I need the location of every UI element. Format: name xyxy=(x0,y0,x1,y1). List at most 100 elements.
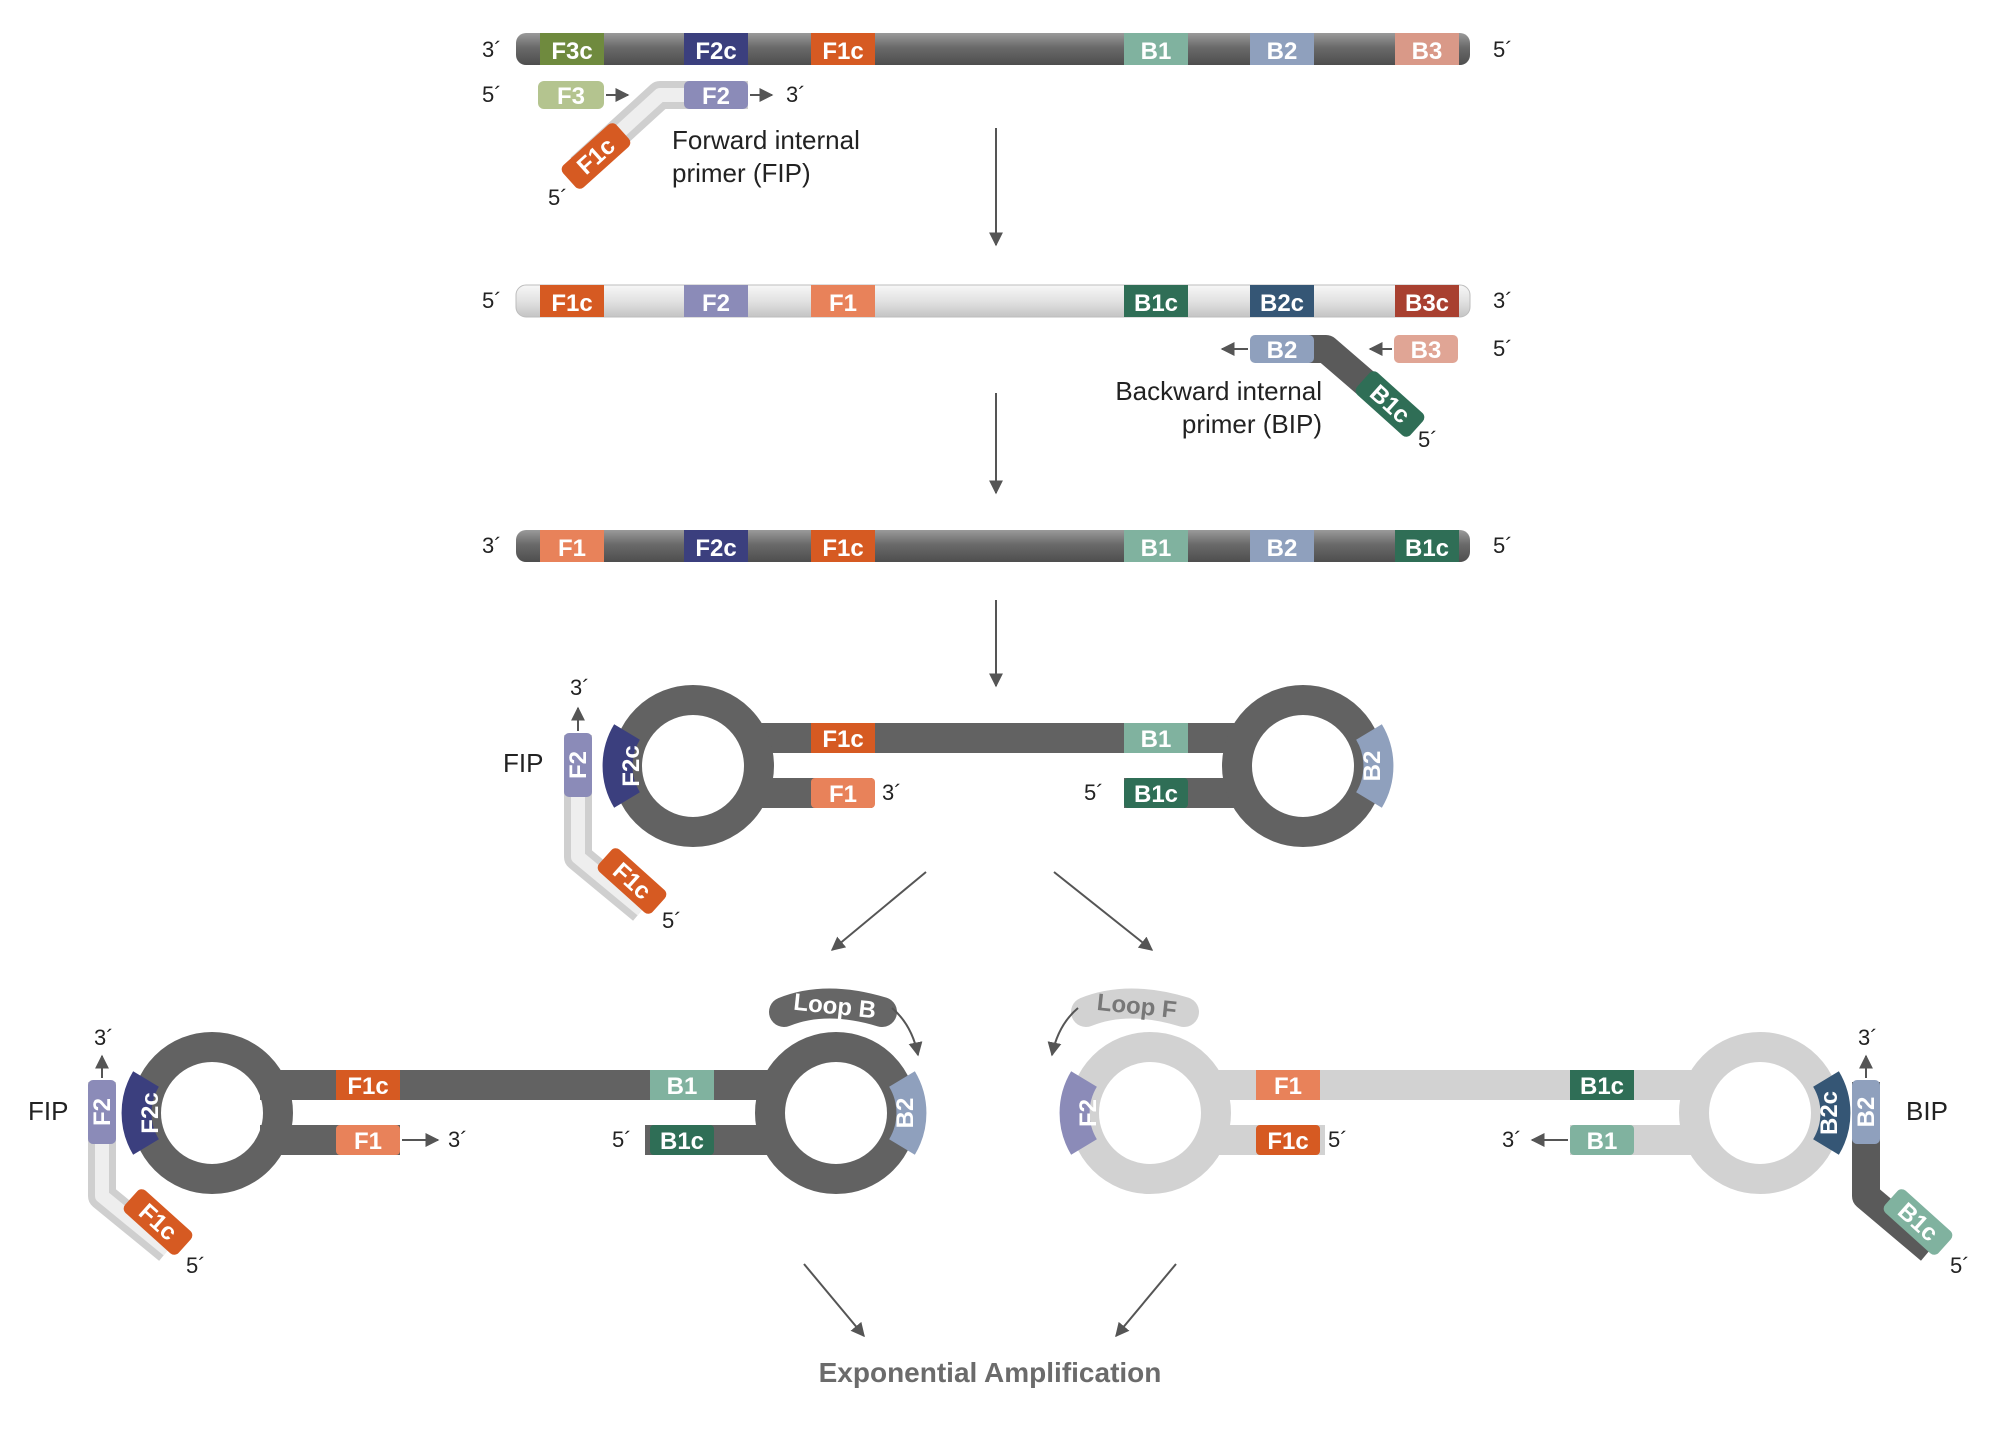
loop-f-primer: Loop F xyxy=(1047,988,1199,1057)
segment-label: F2c xyxy=(137,1092,164,1133)
fip-label: FIP xyxy=(503,748,543,778)
segment-label: F1 xyxy=(558,535,586,562)
right-loop xyxy=(1679,1032,1841,1194)
segment-label: B1c xyxy=(660,1128,704,1155)
segment-B2: B2 xyxy=(1250,33,1314,65)
end-label-5prime: 5´ xyxy=(482,288,502,313)
left-loop xyxy=(131,1032,293,1194)
end-label-5prime: 5´ xyxy=(482,82,502,107)
segment-B2c: B2c xyxy=(1250,285,1314,317)
segment-label: B2 xyxy=(1267,337,1298,364)
fip-label: FIP xyxy=(28,1096,68,1126)
segment-label: B1 xyxy=(1141,38,1172,65)
segment-label: F1c xyxy=(822,726,863,753)
segment-label: B2 xyxy=(1267,38,1298,65)
segment-F1c: F1c xyxy=(811,33,875,65)
segment-B1c: B1c xyxy=(1395,530,1459,562)
segment-label: F1 xyxy=(1274,1073,1302,1100)
segment-label: F1c xyxy=(1267,1128,1308,1155)
end-label-5prime: 5´ xyxy=(548,185,568,210)
stage-3-dumbbell-template: F1 F2c F1c B1 B2 B1c 3´ 5´ xyxy=(482,530,1513,562)
segment-B1c: B1c xyxy=(650,1125,714,1155)
end-label-3prime: 3´ xyxy=(482,37,502,62)
segment-label: F1 xyxy=(829,781,857,808)
segment-B2c xyxy=(1812,1071,1851,1155)
segment-label: F2c xyxy=(695,38,736,65)
segment-label: B3 xyxy=(1412,38,1443,65)
segment-label: F2c xyxy=(618,745,645,786)
dark-strand xyxy=(516,530,1470,562)
primer-FIP-vertical: F2 F1c xyxy=(88,1054,193,1261)
primer-BIP-vertical: B2 B1c xyxy=(1852,1054,1953,1261)
segment-F2c xyxy=(602,724,641,808)
stage-5-right-structure: F2 B2c F1 B1c F1c 5´ B1 3´ Loop F B2 B1c… xyxy=(1047,988,1970,1278)
end-label-5prime: 5´ xyxy=(1493,37,1513,62)
primer-FIP-vertical: F2 F1c xyxy=(564,706,667,921)
segment-F1c: F1c xyxy=(811,723,875,753)
segment-label: F2 xyxy=(702,290,730,317)
arrow-diagonal-icon xyxy=(830,871,927,951)
right-loop xyxy=(1222,685,1384,847)
primer-FIP: F2 F1c xyxy=(561,81,774,189)
segment-F2: F2 xyxy=(684,285,748,317)
segment-label: F2 xyxy=(702,83,730,110)
fip-caption-line2: primer (FIP) xyxy=(672,158,811,188)
segment-B1: B1 xyxy=(1124,723,1188,753)
segment-B1: B1 xyxy=(1124,530,1188,562)
light-strand xyxy=(515,284,1471,318)
end-label-3prime: 3´ xyxy=(94,1025,114,1050)
segment-label: F3c xyxy=(551,38,592,65)
segment-F1: F1 xyxy=(811,778,875,808)
segment-label: B3 xyxy=(1411,337,1442,364)
end-label-5prime: 5´ xyxy=(1418,427,1438,452)
segment-B2 xyxy=(1355,724,1394,808)
end-label-5prime: 5´ xyxy=(612,1127,632,1152)
exponential-amplification-label: Exponential Amplification xyxy=(819,1357,1162,1388)
bip-caption-line2: primer (BIP) xyxy=(1182,409,1322,439)
segment-label: B1 xyxy=(667,1073,698,1100)
segment-label: F2c xyxy=(695,535,736,562)
segment-label: B1 xyxy=(1141,726,1172,753)
end-label-3prime: 3´ xyxy=(1858,1025,1878,1050)
segment-label: F1c xyxy=(822,38,863,65)
segment-B1c: B1c xyxy=(1570,1070,1634,1100)
segment-B1c: B1c xyxy=(1124,285,1188,317)
primer-B3: B3 xyxy=(1368,335,1458,364)
segment-F1c: F1c xyxy=(540,285,604,317)
segment-F2c: F2c xyxy=(684,33,748,65)
end-label-3prime: 3´ xyxy=(570,675,590,700)
segment-label: B1 xyxy=(1141,535,1172,562)
segment-label: B1c xyxy=(1580,1073,1624,1100)
segment-F1: F1 xyxy=(811,285,875,317)
primer-F3: F3 xyxy=(538,81,630,110)
end-label-5prime: 5´ xyxy=(186,1253,206,1278)
left-loop xyxy=(1069,1032,1231,1194)
segment-B2: B2 xyxy=(1250,530,1314,562)
bip-label: BIP xyxy=(1906,1096,1948,1126)
segment-label: F1 xyxy=(829,290,857,317)
segment-F1: F1 xyxy=(1256,1070,1320,1100)
bip-caption-line1: Backward internal xyxy=(1115,376,1322,406)
fip-caption-line1: Forward internal xyxy=(672,125,860,155)
stage-5-left-structure: F2c B2 F1c B1 F1 3´ B1c 5´ Loop B F2 F1c xyxy=(28,988,927,1278)
segment-label: F1 xyxy=(354,1128,382,1155)
segment-label: B1 xyxy=(1587,1128,1618,1155)
segment-label: B1c xyxy=(1134,290,1178,317)
end-label-5prime: 5´ xyxy=(1084,780,1104,805)
segment-label: F2 xyxy=(89,1098,116,1126)
segment-F1c: F1c xyxy=(1256,1125,1320,1155)
segment-label: F1c xyxy=(347,1073,388,1100)
curved-arrow-icon xyxy=(891,1007,923,1057)
end-label-3prime: 3´ xyxy=(448,1127,468,1152)
segment-B1: B1 xyxy=(1124,33,1188,65)
segment-F1: F1 xyxy=(540,530,604,562)
segment-label: F1c xyxy=(822,535,863,562)
segment-B1: B1 xyxy=(1570,1125,1634,1155)
segment-label: B2 xyxy=(1267,535,1298,562)
segment-B2 xyxy=(888,1071,927,1155)
segment-label: B2 xyxy=(1853,1097,1880,1128)
segment-B1: B1 xyxy=(650,1070,714,1100)
segment-label: F2 xyxy=(565,751,592,779)
end-label-5prime: 5´ xyxy=(1950,1253,1970,1278)
